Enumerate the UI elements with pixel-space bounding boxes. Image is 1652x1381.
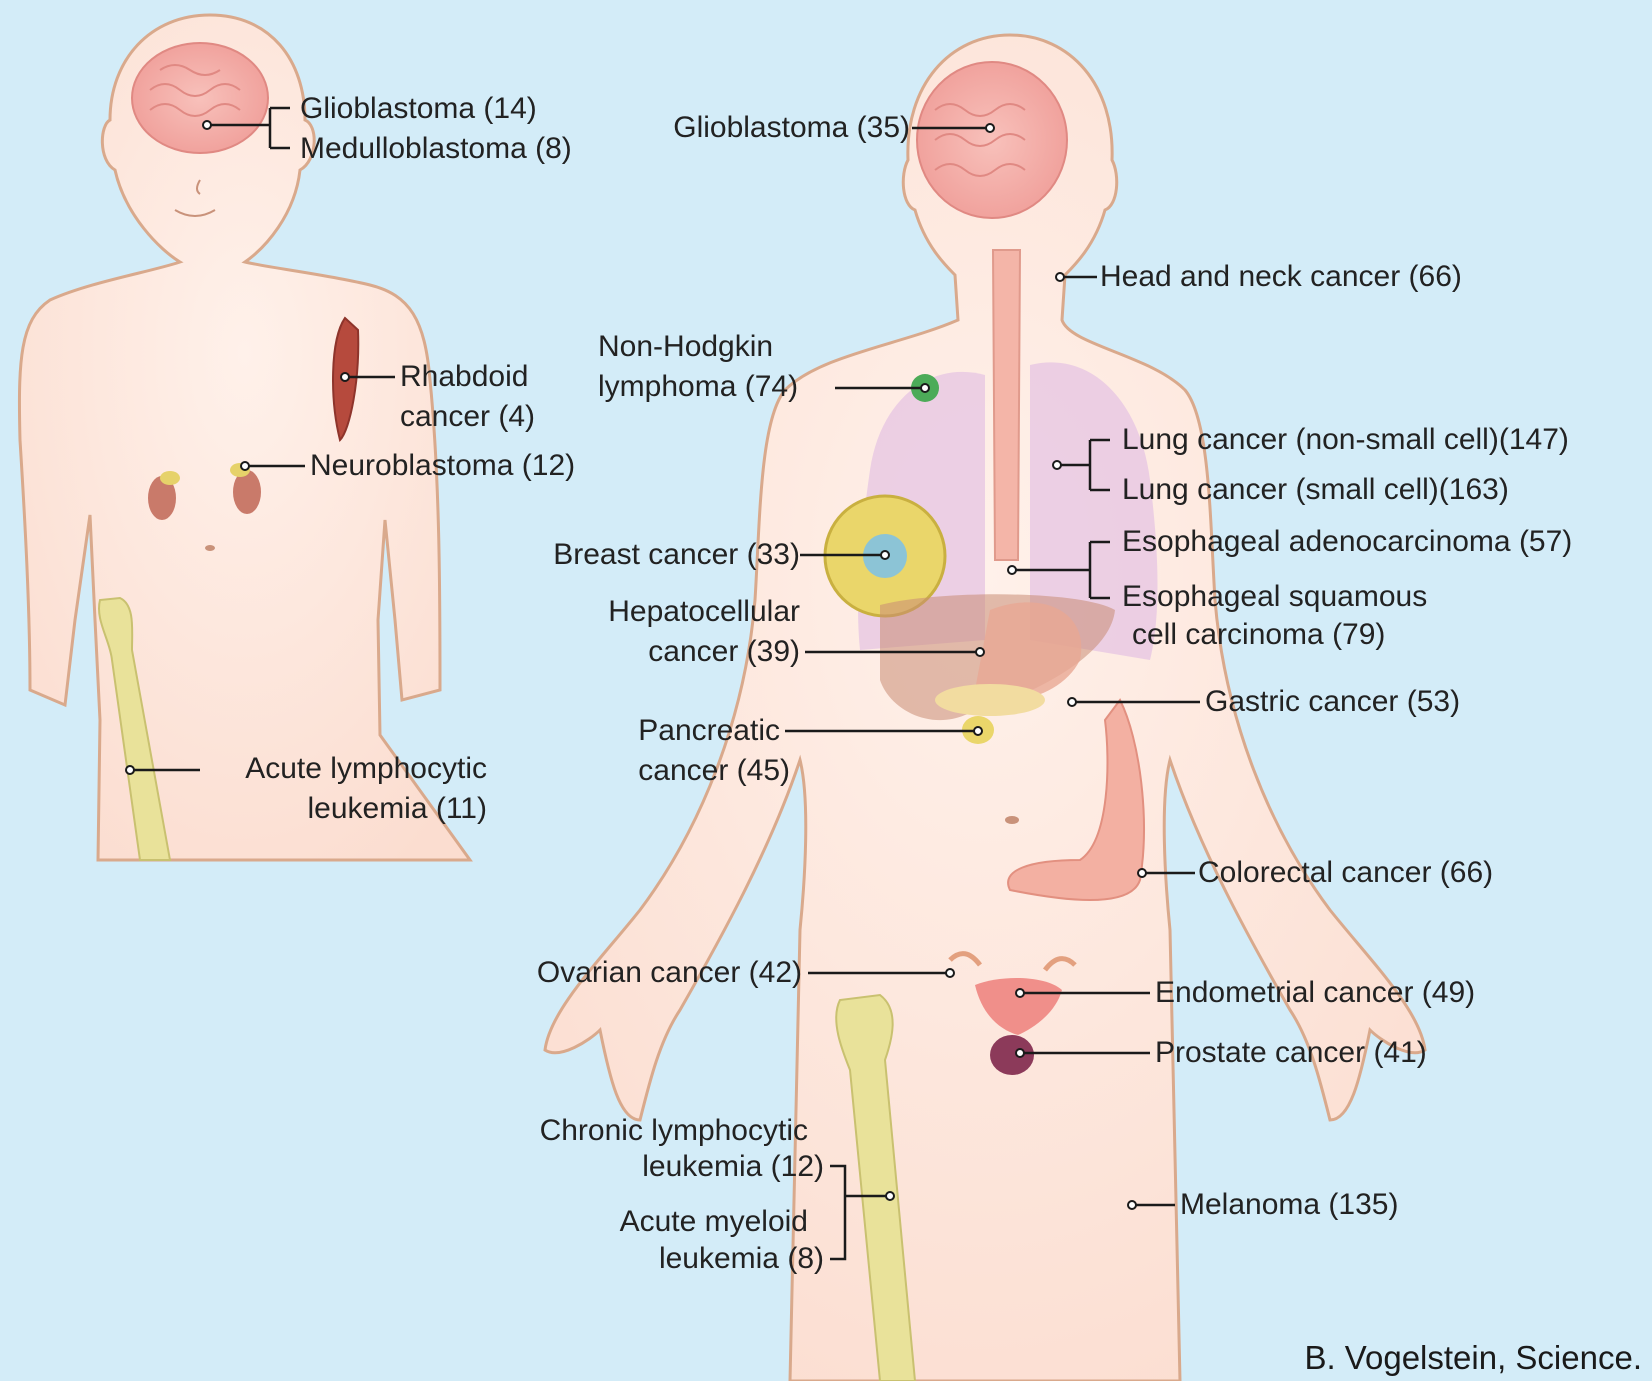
adult-prostate <box>990 1035 1034 1075</box>
adult-brain <box>917 62 1067 218</box>
label-cll-line1: Chronic lymphocytic <box>540 1112 808 1150</box>
label-ovarian: Ovarian cancer (42) <box>537 954 802 992</box>
label-lung-nsc: Lung cancer (non-small cell)(147) <box>1122 421 1569 459</box>
label-melanoma: Melanoma (135) <box>1180 1186 1398 1224</box>
label-eso-sq-line2: cell carcinoma (79) <box>1132 616 1385 654</box>
label-eso-adeno: Esophageal adenocarcinoma (57) <box>1122 523 1572 561</box>
label-aml-line2: leukemia (8) <box>659 1240 824 1278</box>
source-credit: B. Vogelstein, Science. <box>1304 1339 1642 1377</box>
label-rhabdoid-line1: Rhabdoid <box>400 358 528 396</box>
label-child-all-line2: leukemia (11) <box>307 790 487 828</box>
label-head-neck: Head and neck cancer (66) <box>1100 258 1462 296</box>
label-pancreatic-line2: cancer (45) <box>638 752 790 790</box>
label-colorectal: Colorectal cancer (66) <box>1198 854 1493 892</box>
label-pancreatic-line1: Pancreatic <box>638 712 780 750</box>
label-rhabdoid-line2: cancer (4) <box>400 398 535 436</box>
label-nhl-line2: lymphoma (74) <box>598 368 798 406</box>
label-child-glioblastoma: Glioblastoma (14) <box>300 90 537 128</box>
label-lung-sc: Lung cancer (small cell)(163) <box>1122 471 1509 509</box>
label-neuroblastoma: Neuroblastoma (12) <box>310 447 575 485</box>
child-brain <box>132 43 268 153</box>
label-gastric: Gastric cancer (53) <box>1205 683 1460 721</box>
label-adult-glioblastoma: Glioblastoma (35) <box>673 109 910 147</box>
label-prostate: Prostate cancer (41) <box>1155 1034 1427 1072</box>
adult-esophagus <box>993 250 1020 560</box>
label-aml-line1: Acute myeloid <box>620 1203 808 1241</box>
label-breast: Breast cancer (33) <box>553 536 800 574</box>
label-endometrial: Endometrial cancer (49) <box>1155 974 1475 1012</box>
adult-pancreas <box>935 684 1045 716</box>
label-eso-sq-line1: Esophageal squamous <box>1122 578 1427 616</box>
label-nhl-line1: Non-Hodgkin <box>598 328 773 366</box>
label-hcc-line2: cancer (39) <box>648 633 800 671</box>
label-child-all-line1: Acute lymphocytic <box>245 750 487 788</box>
label-cll-line2: leukemia (12) <box>642 1148 824 1186</box>
label-child-medulloblastoma: Medulloblastoma (8) <box>300 130 572 168</box>
label-hcc-line1: Hepatocellular <box>608 593 800 631</box>
